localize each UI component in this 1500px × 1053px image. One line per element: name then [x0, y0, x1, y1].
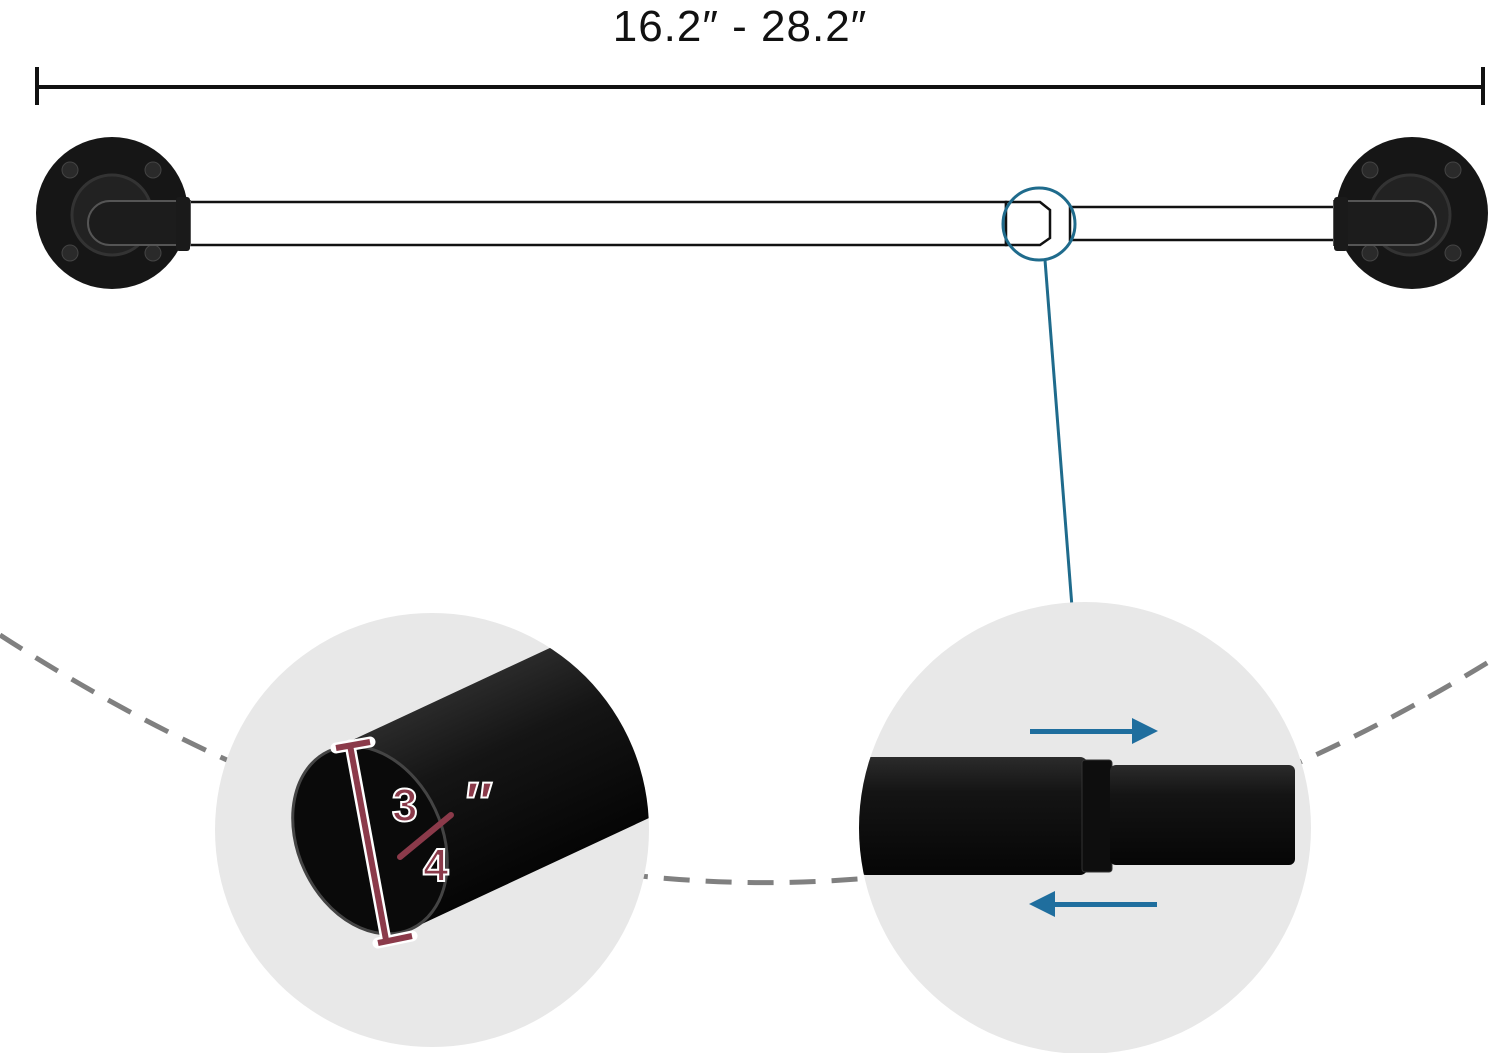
arrow-left-icon	[1029, 891, 1157, 917]
tube-collar	[1081, 759, 1113, 873]
inner-tube	[1110, 765, 1295, 865]
diameter-denominator: 4	[422, 838, 450, 892]
diameter-unit: ″	[461, 770, 491, 837]
arrow-right-icon	[1030, 718, 1158, 744]
right-flange	[1333, 137, 1488, 289]
dimension-line	[35, 67, 1485, 105]
length-range-label: 16.2″ - 28.2″	[612, 2, 868, 51]
left-flange	[36, 137, 191, 289]
dashed-arc	[0, 632, 1500, 885]
outer-tube	[859, 757, 1088, 875]
diameter-numerator: 3	[391, 778, 419, 832]
diameter-detail	[215, 613, 649, 1047]
joint-callout	[1001, 186, 1077, 608]
